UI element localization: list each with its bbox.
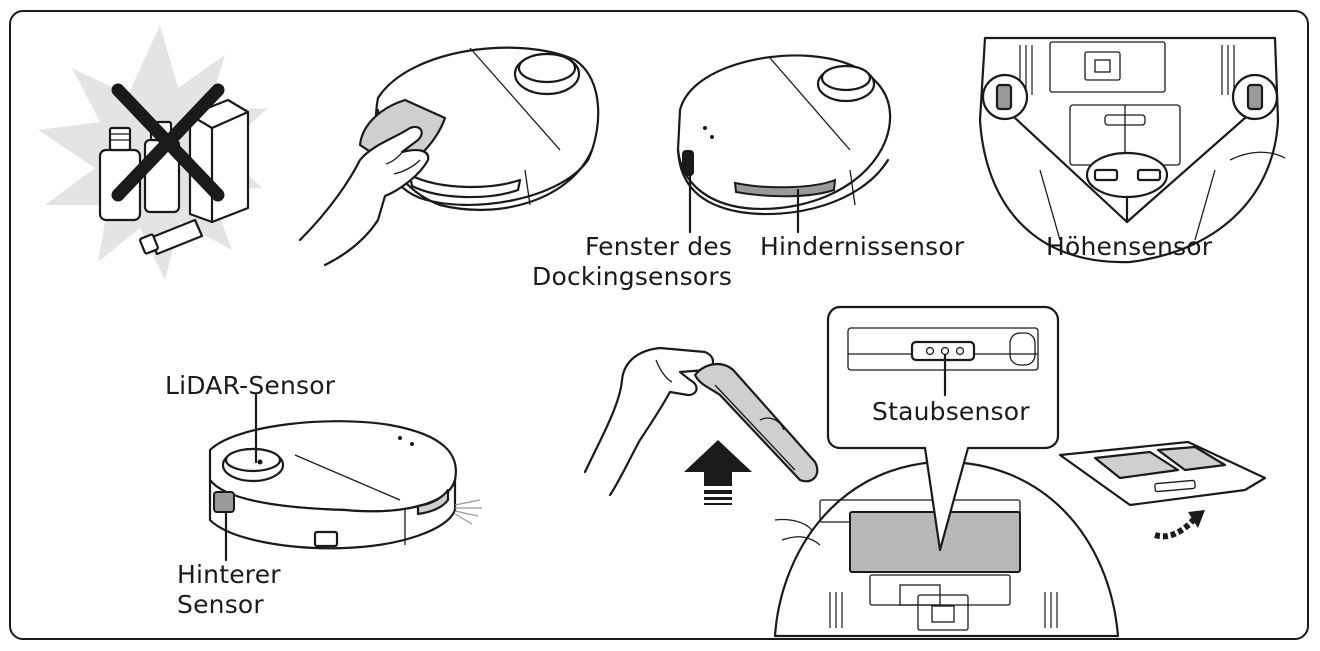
dust-filter-part [1058,440,1267,540]
docking-sensor-window-label-line2: Dockingsensors [532,262,733,291]
docking-sensor-window [682,150,694,176]
cleaner-bottles [98,98,250,256]
dust-bin-part [693,363,819,483]
cliff-sensor-label: Höhensensor [1046,232,1213,261]
lidar-sensor-label: LiDAR-Sensor [165,371,336,400]
dust-sensor-label: Staubsensor [872,397,1030,426]
rear-sensor-label: Hinterer Sensor [177,560,281,620]
robot-rear-view-illustration [208,393,482,562]
rear-sensor-label-line2: Sensor [177,590,264,619]
curved-arrow-icon [1154,516,1198,540]
rear-sensor-window [213,491,235,513]
dust-sensor-callout [826,305,1060,552]
hand-icon [298,125,430,267]
arrow-up-icon [684,440,752,505]
robot-front-view-illustration [676,54,892,234]
robot-underside-dust-illustration [773,460,1120,638]
wiping-robot-illustration [298,46,600,267]
cliff-sensor-front-callout [1085,151,1169,199]
obstacle-sensor-label: Hindernissensor [760,232,965,261]
prohibition-cross-icon [111,83,225,202]
rear-sensor-label-line1: Hinterer [177,560,281,589]
hand-icon [583,346,715,497]
robot-underside-cliff-illustration [978,36,1286,264]
no-chemicals-icon [38,25,268,280]
docking-sensor-window-label-line1: Fenster des [584,232,733,261]
dust-bin-removal-illustration [583,305,1267,638]
obstacle-sensor-window [733,178,837,198]
docking-sensor-window-label: Fenster des Dockingsensors [532,232,732,292]
